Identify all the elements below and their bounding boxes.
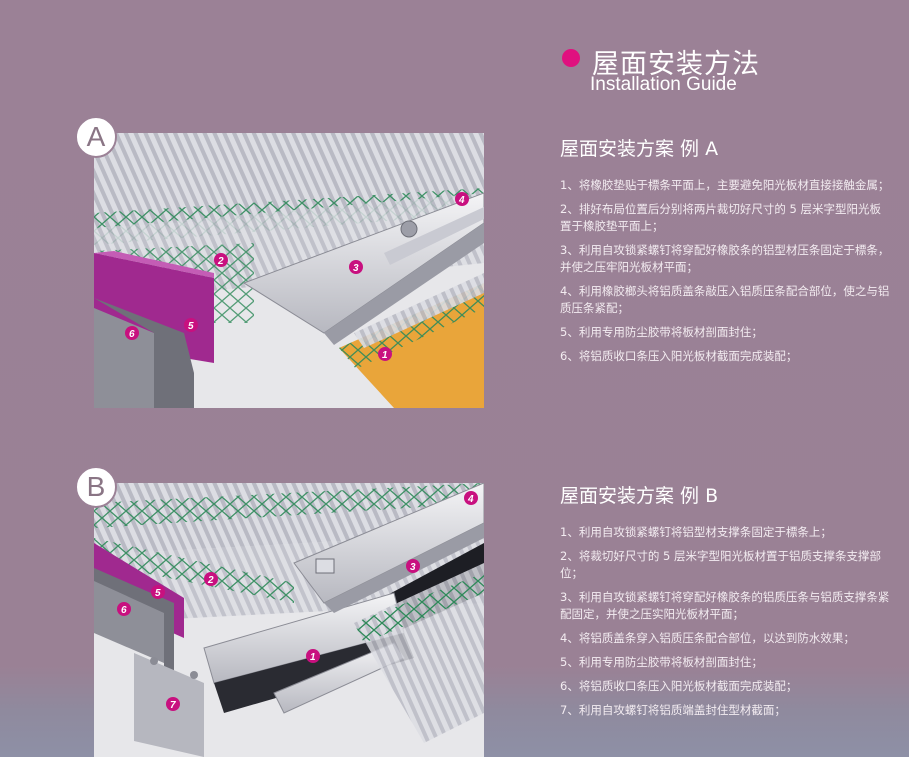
badge-a: A xyxy=(75,116,117,158)
callout-b-1: 1 xyxy=(310,652,316,663)
callout-b-6: 6 xyxy=(121,605,127,616)
callout-a-6: 6 xyxy=(129,329,135,340)
step-item: 7、利用自攻螺钉将铝质端盖封住型材截面； xyxy=(560,703,786,717)
step-item: 3、利用自攻锁紧螺钉将穿配好橡胶条的铝质压条与铝质支撑条紧配固定，并使之压实阳光… xyxy=(560,590,890,621)
step-item: 1、将橡胶垫贴于標条平面上，主要避免阳光板材直接接触金属； xyxy=(560,178,890,192)
step-item: 5、利用专用防尘胶带将板材剖面封住； xyxy=(560,325,763,339)
step-item: 4、利用橡胶榔头将铝质盖条敲压入铝质压条配合部位，使之与铝质压条紧配； xyxy=(560,284,890,315)
section-a: 屋面安装方案 例 A 1、将橡胶垫贴于標条平面上，主要避免阳光板材直接接触金属；… xyxy=(560,134,890,372)
section-b-title: 屋面安装方案 例 B xyxy=(560,485,719,507)
step-item: 6、将铝质收口条压入阳光板材截面完成装配； xyxy=(560,679,798,693)
illustration-a-drawing: 1 2 3 4 5 6 xyxy=(94,133,484,408)
illustration-a: 1 2 3 4 5 6 xyxy=(94,133,484,408)
step-item: 2、将裁切好尺寸的 5 层米字型阳光板材置于铝质支撑条支撑部位； xyxy=(560,549,881,580)
step-item: 5、利用专用防尘胶带将板材剖面封住； xyxy=(560,655,763,669)
callout-a-2: 2 xyxy=(217,256,224,267)
page-title-en: Installation Guide xyxy=(590,74,737,95)
callout-a-4: 4 xyxy=(458,195,465,206)
badge-b: B xyxy=(75,466,117,508)
bullet-dot-icon xyxy=(562,49,580,67)
section-a-steps: 1、将橡胶垫贴于標条平面上，主要避免阳光板材直接接触金属； 2、排好布局位置后分… xyxy=(560,177,890,365)
page-title-cn: 屋面安装方法 xyxy=(592,49,760,80)
illustration-b-drawing: 1 2 3 4 5 6 7 xyxy=(94,483,484,757)
section-b-steps: 1、利用自攻锁紧螺钉将铝型材支撑条固定于標条上； 2、将裁切好尺寸的 5 层米字… xyxy=(560,524,890,719)
step-item: 6、将铝质收口条压入阳光板材截面完成装配； xyxy=(560,349,798,363)
step-item: 1、利用自攻锁紧螺钉将铝型材支撑条固定于標条上； xyxy=(560,525,832,539)
callout-a-5: 5 xyxy=(188,321,194,332)
callout-b-3: 3 xyxy=(410,562,416,573)
callout-b-4: 4 xyxy=(467,494,474,505)
callout-a-3: 3 xyxy=(353,263,359,274)
section-b: 屋面安装方案 例 B 1、利用自攻锁紧螺钉将铝型材支撑条固定于標条上； 2、将裁… xyxy=(560,481,890,726)
callout-b-5: 5 xyxy=(155,588,161,599)
callout-b-2: 2 xyxy=(207,575,214,586)
step-item: 2、排好布局位置后分别将两片裁切好尺寸的 5 层米字型阳光板置于橡胶垫平面上； xyxy=(560,202,881,233)
step-item: 3、利用自攻锁紧螺钉将穿配好橡胶条的铝型材压条固定于標条，并使之压牢阳光板材平面… xyxy=(560,243,890,274)
step-item: 4、将铝质盖条穿入铝质压条配合部位，以达到防水效果； xyxy=(560,631,855,645)
callout-a-1: 1 xyxy=(382,350,388,361)
illustration-b: 1 2 3 4 5 6 7 xyxy=(94,483,484,757)
callout-b-7: 7 xyxy=(170,700,176,711)
section-a-title: 屋面安装方案 例 A xyxy=(560,138,719,160)
